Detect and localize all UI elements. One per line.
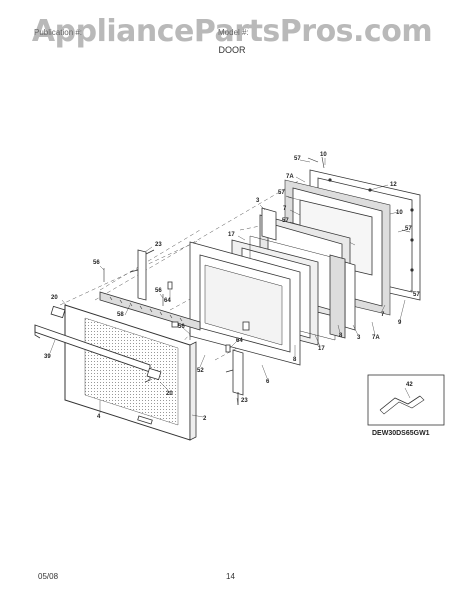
callout-c57c: 57 — [282, 218, 289, 224]
callout-c17b: 17 — [318, 346, 325, 352]
callout-c4: 4 — [97, 414, 101, 420]
callout-c9: 9 — [398, 320, 402, 326]
inset-detail: 42 DEW30DS65GW1 — [367, 374, 445, 437]
callout-c7b: 7 — [381, 312, 385, 318]
screws — [103, 156, 411, 340]
callout-c57d: 57 — [405, 226, 412, 232]
clips-64 — [167, 281, 231, 353]
callout-c20a: 20 — [51, 295, 58, 301]
page-number: 14 — [226, 572, 235, 581]
hinge-right — [225, 349, 244, 405]
callout-c12: 12 — [390, 182, 397, 188]
callout-c7a: 7 — [283, 206, 287, 212]
callout-c6: 6 — [266, 379, 270, 385]
callout-c57a: 57 — [294, 156, 301, 162]
callout-c7Ab: 7A — [372, 335, 380, 341]
callout-c10a: 10 — [320, 152, 327, 158]
callout-c23b: 23 — [241, 398, 248, 404]
callout-c2: 2 — [203, 416, 207, 422]
callout-c56c: 56 — [178, 324, 185, 330]
callout-c52: 52 — [197, 368, 204, 374]
section-title: DOOR — [218, 45, 246, 55]
site-watermark: AppliancePartsPros.com — [31, 14, 433, 49]
inset-model-code: DEW30DS65GW1 — [372, 430, 430, 437]
callout-c8b: 8 — [339, 333, 343, 339]
door-handle — [34, 305, 162, 383]
bracket-3 — [261, 207, 356, 331]
publication-number: Publication #: — [34, 28, 83, 37]
callout-c57e: 57 — [413, 292, 420, 298]
callout-c23a: 23 — [155, 242, 162, 248]
callout-c42: 42 — [406, 382, 413, 388]
footer-date: 05/08 — [38, 572, 59, 581]
callout-c56a: 56 — [93, 260, 100, 266]
callout-c7Aa: 7A — [286, 174, 294, 180]
callout-c17a: 17 — [228, 232, 235, 238]
callouts: 10 57 7A 12 57 3 7 10 57 57 17 23 56 20 … — [44, 152, 420, 422]
hinge-left — [129, 249, 155, 301]
callout-c8a: 8 — [293, 357, 297, 363]
top-trim — [99, 291, 201, 331]
callout-c56b: 56 — [155, 288, 162, 294]
leader-lines — [49, 158, 416, 418]
outer-door-panel — [64, 304, 197, 441]
callout-c64b: 64 — [236, 338, 243, 344]
inner-door-liner — [189, 241, 301, 366]
callout-c20b: 20 — [166, 391, 173, 397]
callout-c39: 39 — [44, 354, 51, 360]
callout-c64a: 64 — [164, 298, 171, 304]
callout-c57b: 57 — [278, 190, 285, 196]
callout-c10b: 10 — [396, 210, 403, 216]
model-number: Model #: — [218, 28, 249, 37]
callout-c58: 58 — [117, 312, 124, 318]
callout-c3b: 3 — [357, 335, 361, 341]
callout-c3a: 3 — [256, 198, 260, 204]
